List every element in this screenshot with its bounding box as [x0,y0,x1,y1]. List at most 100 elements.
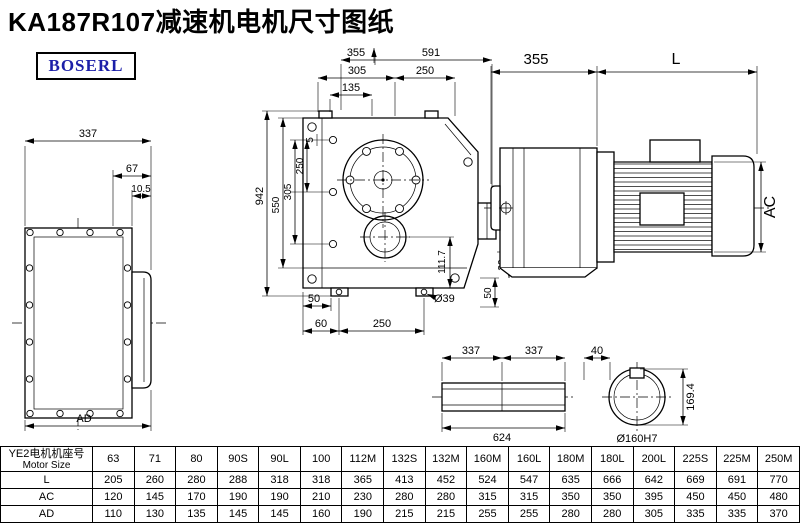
motor-size-col-header: 132M [424,446,468,472]
dim-value-cell: 770 [757,471,800,489]
brand-logo: BOSERL [36,52,136,80]
dim-value-cell: 280 [590,505,634,523]
dim-value-cell: 170 [175,488,218,506]
dim-side-gearbox-length: 355 [523,51,548,68]
dim-bore-height: 169.4 [685,383,697,411]
dim-shaft-seg2: 337 [525,345,543,357]
motor-size-col-header: 225S [674,446,717,472]
dim-left-lip: 10.5 [131,184,151,195]
dim-value-cell: 666 [590,471,634,489]
dim-value-cell: 305 [632,505,676,523]
dim-front-bolt-h1: 305 [348,65,366,77]
fan-cover [711,155,755,257]
motor-size-col-header: 180M [549,446,592,472]
dim-value-cell: 318 [258,471,301,489]
dim-shaft-overall: 624 [493,432,511,444]
dim-value-cell: 255 [466,505,509,523]
dim-value-cell: 120 [92,488,135,506]
dim-side-motor-length: L [672,51,681,68]
dim-value-cell: 288 [216,471,260,489]
motor-size-col-header: 225M [715,446,759,472]
dim-value-cell: 145 [216,505,260,523]
dim-value-cell: 110 [92,505,135,523]
dim-value-cell: 130 [133,505,177,523]
row-label-AD: AD [0,505,93,523]
dim-front-bolt-v1: 250 [295,157,306,174]
dim-front-gap: 5 [305,137,316,143]
motor-size-col-header: 90S [216,446,260,472]
motor-size-col-header: 132S [383,446,426,472]
brand-logo-text: BOSERL [48,56,124,75]
dim-value-cell: 135 [175,505,218,523]
hollow-shaft-detail: 337 337 624 [432,345,576,444]
dim-left-ad-label: AD [76,413,91,425]
dim-value-cell: 210 [299,488,343,506]
output-side-view: 337 67 10.5 AD [12,128,168,431]
row-label-AC: AC [0,488,93,506]
dim-value-cell: 215 [424,505,468,523]
dim-front-inner: 135 [342,82,360,94]
dim-front-axis-offset: 111.7 [437,250,448,274]
side-view-gearmotor: 355 L AC [484,51,779,278]
dim-value-cell: 205 [92,471,135,489]
dim-value-cell: 255 [507,505,551,523]
header-cn: YE2电机机座号 [8,447,85,460]
motor-size-col-header: 160L [507,446,551,472]
dim-bore-key: 40 [591,345,603,357]
dim-left-width: 337 [79,128,97,140]
motor-size-col-header: 200L [632,446,676,472]
terminal-box [649,139,701,163]
dim-front-foot-b: 60 [315,318,327,330]
dim-front-bolt-v2: 305 [283,183,294,200]
dim-value-cell: 350 [590,488,634,506]
dim-value-cell: 365 [341,471,385,489]
dim-value-cell: 280 [383,488,426,506]
dim-value-cell: 691 [715,471,759,489]
motor-size-col-header: 90L [258,446,301,472]
dim-value-cell: 547 [507,471,551,489]
dim-value-cell: 524 [466,471,509,489]
dim-front-overall-width: 591 [422,47,440,59]
dim-value-cell: 450 [674,488,717,506]
dim-value-cell: 145 [133,488,177,506]
header-en: Motor Size [22,459,71,471]
dim-value-cell: 642 [632,471,676,489]
dim-value-cell: 370 [757,505,800,523]
dim-shaft-seg1: 337 [462,345,480,357]
dim-front-foot-span: 250 [373,318,391,330]
dim-value-cell: 480 [757,488,800,506]
motor-nameplate [639,192,685,226]
motor-size-col-header: 80 [175,446,218,472]
motor-size-col-header: 250M [757,446,800,472]
keyway [629,367,645,379]
dim-value-cell: 635 [549,471,592,489]
dim-value-cell: 450 [715,488,759,506]
motor-size-col-header: 160M [466,446,509,472]
dim-value-cell: 280 [175,471,218,489]
dim-value-cell: 335 [674,505,717,523]
dim-value-cell: 145 [258,505,301,523]
dim-value-cell: 190 [258,488,301,506]
dim-front-flange: 355 [347,47,365,59]
dim-front-overall-height: 942 [254,187,266,205]
dim-front-side-a: 50 [483,287,494,299]
dim-value-cell: 350 [549,488,592,506]
dim-value-cell: 315 [507,488,551,506]
bore-section-view: 40 169.4 Ø160H7 [583,345,697,445]
page-title: KA187R107减速机电机尺寸图纸 [8,7,395,37]
dim-bore-label: Ø160H7 [617,433,658,445]
front-view: 355 591 305 250 135 5 250 305 550 942 [254,47,513,335]
dim-value-cell: 335 [715,505,759,523]
motor-size-col-header: 71 [133,446,177,472]
motor-size-col-header: 180L [590,446,634,472]
dim-value-cell: 280 [424,488,468,506]
dim-value-cell: 190 [341,505,385,523]
dim-value-cell: 230 [341,488,385,506]
technical-drawing: 337 67 10.5 AD [12,47,779,445]
dim-value-cell: 215 [383,505,426,523]
dim-value-cell: 395 [632,488,676,506]
dim-front-foot-a: 50 [308,293,320,305]
motor-size-col-header: 100 [299,446,343,472]
